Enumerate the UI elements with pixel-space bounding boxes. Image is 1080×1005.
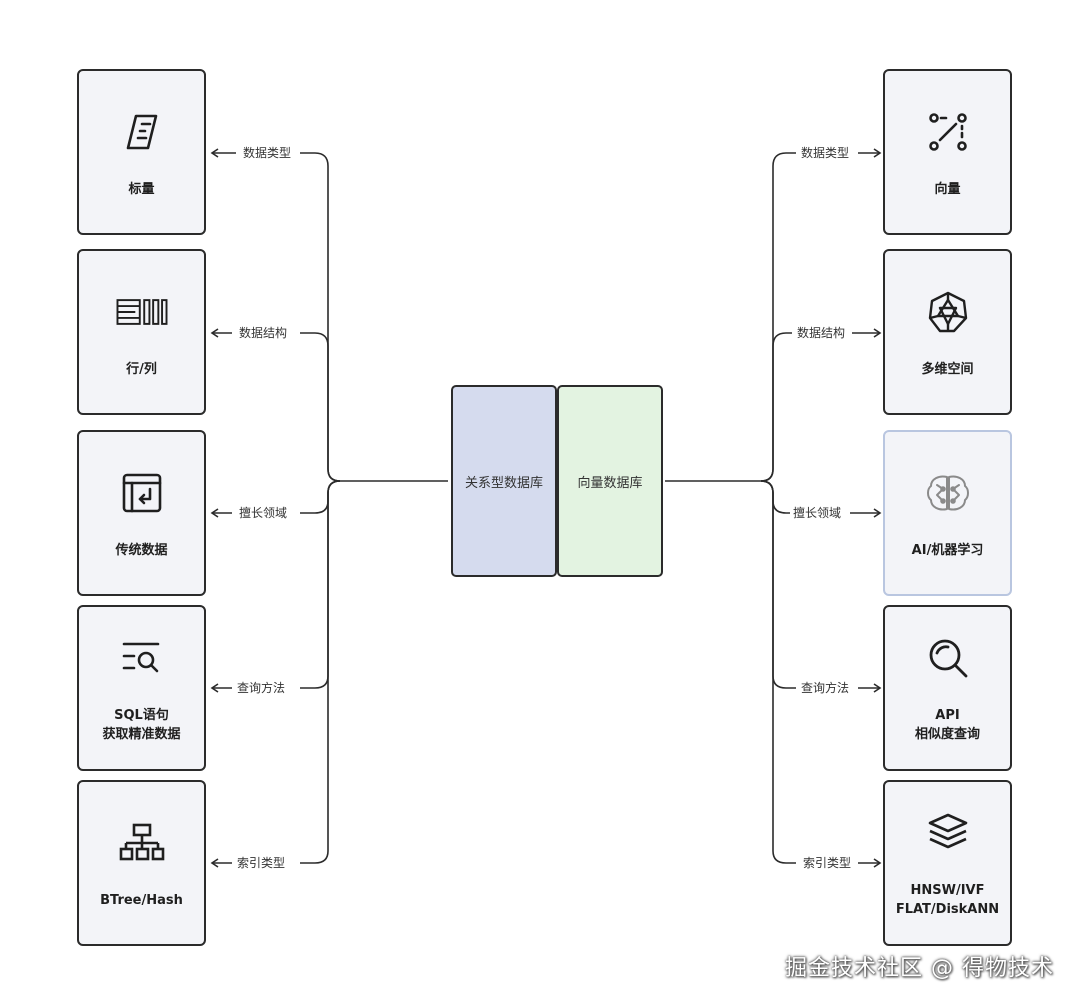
card-scalar[interactable]: 标量 bbox=[77, 69, 206, 235]
card-api-similarity[interactable]: API 相似度查询 bbox=[883, 605, 1012, 771]
vector-db-label: 向量数据库 bbox=[577, 475, 643, 491]
polyhedron-icon bbox=[922, 286, 974, 338]
right-connector-2 bbox=[760, 332, 792, 482]
card-row-column[interactable]: 行/列 bbox=[77, 249, 206, 415]
right-edge-label-5: 索引类型 bbox=[800, 855, 855, 871]
left-connector-1 bbox=[300, 152, 341, 482]
left-edge-label-2: 数据结构 bbox=[236, 325, 291, 341]
left-edge-label-3: 擅长领域 bbox=[236, 505, 291, 521]
magnifier-icon bbox=[922, 632, 974, 684]
brain-icon bbox=[922, 467, 974, 519]
right-connector-3 bbox=[760, 480, 790, 514]
card-index-types[interactable]: HNSW/IVF FLAT/DiskANN bbox=[883, 780, 1012, 946]
right-edge-label-1: 数据类型 bbox=[798, 145, 853, 161]
left-edge-label-1: 数据类型 bbox=[240, 145, 295, 161]
ruler-icon bbox=[116, 106, 168, 158]
layers-icon bbox=[922, 807, 974, 859]
card-vector[interactable]: 向量 bbox=[883, 69, 1012, 235]
card-label: BTree/Hash bbox=[100, 892, 183, 908]
left-edge-label-4: 查询方法 bbox=[234, 680, 289, 696]
right-edge-label-4: 查询方法 bbox=[798, 680, 853, 696]
card-label: 标量 bbox=[128, 181, 155, 197]
card-label: HNSW/IVF FLAT/DiskANN bbox=[895, 883, 1000, 917]
left-connector-5 bbox=[300, 480, 341, 864]
watermark: 掘金技术社区 @ 得物技术 bbox=[785, 956, 1054, 981]
card-multidimensional[interactable]: 多维空间 bbox=[883, 249, 1012, 415]
card-traditional-data[interactable]: 传统数据 bbox=[77, 430, 206, 596]
card-ai-ml[interactable]: AI/机器学习 bbox=[883, 430, 1012, 596]
table-return-icon bbox=[116, 467, 168, 519]
card-btree-hash[interactable]: BTree/Hash bbox=[77, 780, 206, 946]
vector-points-icon bbox=[922, 106, 974, 158]
relational-db-label: 关系型数据库 bbox=[464, 475, 543, 491]
relational-db-box[interactable]: 关系型数据库 bbox=[451, 385, 557, 577]
hierarchy-icon bbox=[116, 817, 168, 869]
card-label: API 相似度查询 bbox=[914, 708, 980, 742]
left-edge-label-5: 索引类型 bbox=[234, 855, 289, 871]
right-connector-1 bbox=[760, 152, 796, 482]
right-connector-5 bbox=[760, 480, 796, 864]
rows-columns-icon bbox=[116, 286, 168, 338]
vector-db-box[interactable]: 向量数据库 bbox=[557, 385, 663, 577]
card-label: SQL语句 获取精准数据 bbox=[102, 708, 181, 742]
card-label: 多维空间 bbox=[921, 361, 974, 377]
card-label: 向量 bbox=[934, 181, 961, 197]
card-label: 传统数据 bbox=[115, 542, 168, 558]
left-connector-2 bbox=[300, 332, 341, 482]
list-search-icon bbox=[116, 632, 168, 684]
right-edge-label-2: 数据结构 bbox=[794, 325, 849, 341]
left-connector-3 bbox=[300, 480, 341, 514]
right-edge-label-3: 擅长领域 bbox=[790, 505, 845, 521]
card-sql[interactable]: SQL语句 获取精准数据 bbox=[77, 605, 206, 771]
card-label: 行/列 bbox=[126, 361, 157, 377]
card-label: AI/机器学习 bbox=[911, 542, 984, 558]
